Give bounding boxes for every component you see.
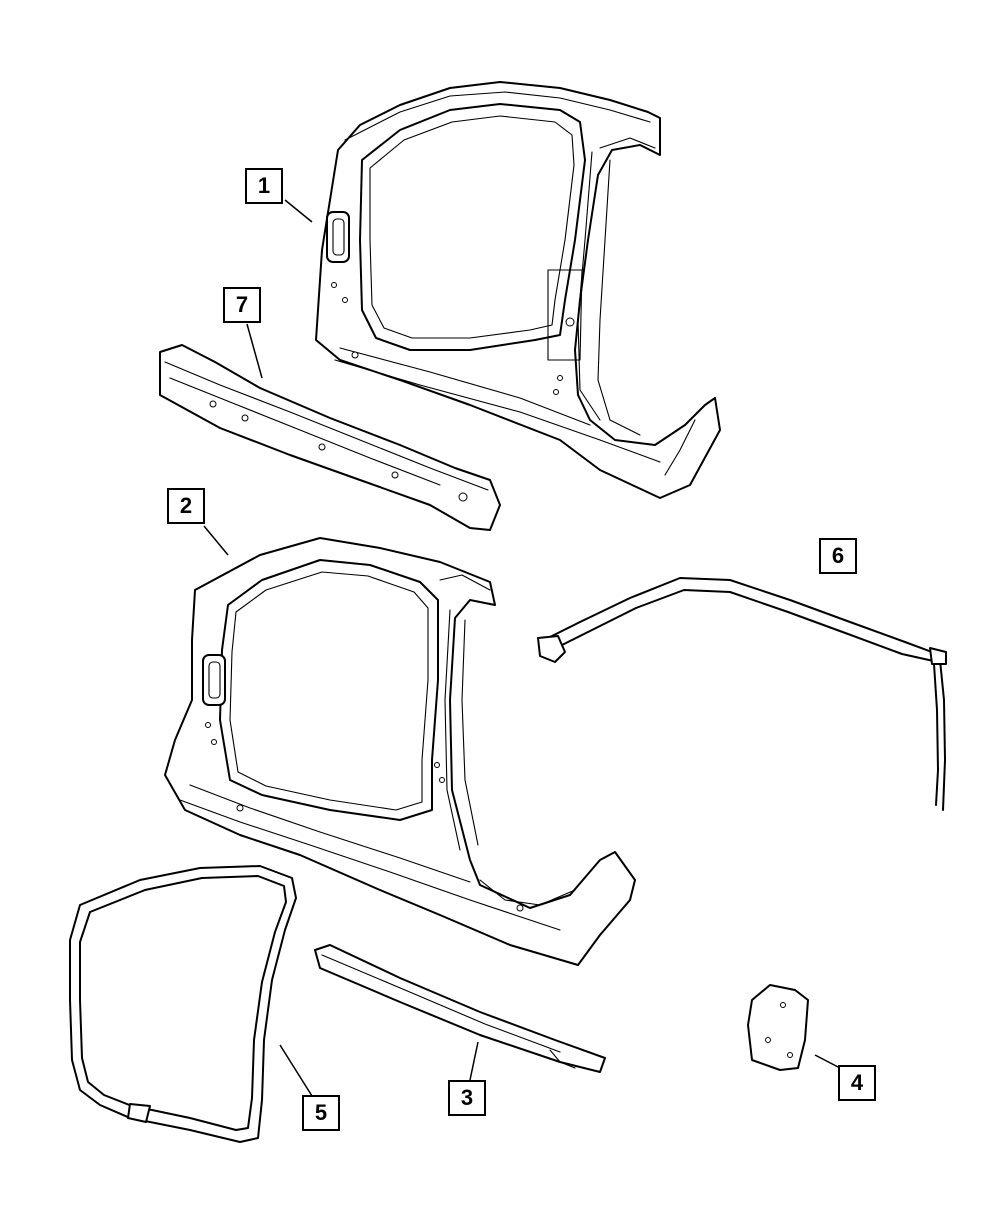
leader-5 [279,1044,313,1097]
part-7-sill-reinforcement[interactable] [159,344,501,531]
callout-3[interactable]: 3 [448,1080,486,1116]
part-4-bracket[interactable] [747,984,809,1071]
callout-2[interactable]: 2 [167,488,205,524]
part-5-door-opening-weatherstrip[interactable] [69,865,297,1143]
callout-1[interactable]: 1 [245,168,283,204]
part-1-body-side-aperture[interactable] [315,81,721,499]
leader-3 [469,1041,479,1081]
callout-5[interactable]: 5 [302,1095,340,1131]
leader-1 [284,199,313,223]
part-6-roof-weatherstrip[interactable] [537,577,947,811]
leader-2 [203,525,229,556]
callout-7[interactable]: 7 [223,287,261,323]
part-2-inner-body-side[interactable] [164,537,636,966]
callout-4[interactable]: 4 [838,1065,876,1101]
leader-4 [814,1054,841,1069]
callout-6[interactable]: 6 [819,538,857,574]
leader-7 [246,323,263,379]
part-3-sill-scuff[interactable] [314,944,606,1073]
